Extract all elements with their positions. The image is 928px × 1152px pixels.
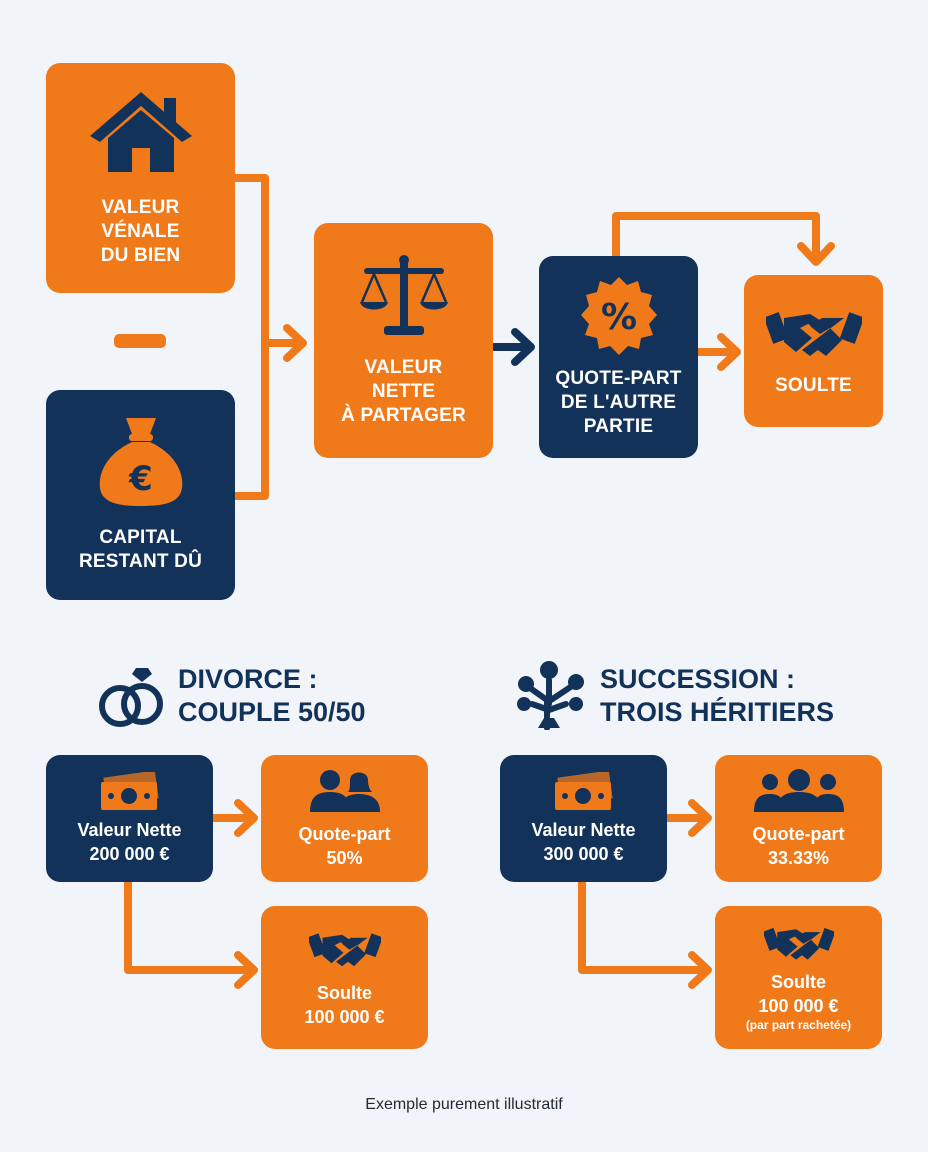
market-value-label: VALEUR VÉNALE DU BIEN [100, 197, 181, 266]
divorce-balance-card: Soulte 100 000 € [261, 906, 428, 1049]
family-tree-icon [517, 661, 584, 730]
arrow-share-to-soulte-head [717, 333, 741, 371]
succession-arrow-to-soulte-line [578, 878, 708, 974]
balance-label: SOULTE [775, 375, 852, 396]
succession-arrow-to-soulte-head [688, 951, 712, 989]
succession-balance-label: Soulte [770, 972, 826, 992]
banknote-icon [554, 771, 613, 810]
two-people-icon [309, 769, 380, 812]
house-icon [89, 92, 192, 172]
divorce-share-value: 50% [326, 847, 363, 868]
handshake-icon [308, 932, 381, 966]
minus-operator [114, 334, 166, 348]
svg-text:€: € [128, 459, 153, 499]
net-value-label: VALEUR NETTE À PARTAGER [341, 356, 466, 426]
arrow-net-to-share-head [511, 328, 535, 366]
divorce-net-value-label: Valeur Nette [77, 819, 182, 840]
market-value-card: VALEUR VÉNALE DU BIEN [46, 63, 235, 293]
divorce-net-value-card: Valeur Nette 200 000 € [46, 755, 213, 882]
succession-share-label: Quote-part [752, 823, 845, 844]
arrow-to-net-value-head [283, 324, 307, 362]
divorce-net-value-amount: 200 000 € [89, 843, 170, 864]
succession-net-value-amount: 300 000 € [543, 843, 624, 864]
euro-money-bag-icon: € [99, 418, 182, 506]
succession-net-value-card: Valeur Nette 300 000 € [500, 755, 667, 882]
divorce-balance-label: Soulte [316, 982, 372, 1003]
share-card: % QUOTE-PART DE L'AUTRE PARTIE [539, 256, 698, 458]
scales-icon [359, 254, 448, 335]
handshake-icon [765, 312, 862, 356]
bracket-line [231, 174, 269, 500]
succession-arrow-to-share-head [688, 799, 712, 837]
handshake-icon [763, 927, 834, 960]
arrow-loop-head [797, 242, 835, 266]
share-label: QUOTE-PART DE L'AUTRE PARTIE [555, 368, 682, 437]
wedding-rings-icon [99, 668, 163, 727]
divorce-arrow-to-soulte-line [124, 878, 254, 974]
three-people-icon [753, 768, 844, 812]
footer-disclaimer: Exemple purement illustratif [365, 1096, 563, 1113]
divorce-share-label: Quote-part [298, 823, 391, 844]
succession-net-value-label: Valeur Nette [531, 819, 636, 840]
banknote-icon [100, 771, 159, 810]
succession-balance-amount: 100 000 € [758, 996, 839, 1016]
succession-share-value: 33.33% [767, 847, 830, 868]
svg-text:%: % [600, 297, 636, 338]
percent-badge-icon: % [580, 277, 657, 355]
divorce-arrow-to-share-head [234, 799, 258, 837]
divorce-share-card: Quote-part 50% [261, 755, 428, 882]
arrow-loop-line [612, 212, 820, 262]
divorce-title: DIVORCE : COUPLE 50/50 [178, 664, 366, 727]
succession-balance-note: (par part rachetée) [745, 1018, 852, 1032]
net-value-card: VALEUR NETTE À PARTAGER [314, 223, 493, 458]
divorce-balance-amount: 100 000 € [304, 1006, 385, 1027]
remaining-capital-label: CAPITAL RESTANT DÛ [78, 527, 203, 572]
succession-title: SUCCESSION : TROIS HÉRITIERS [600, 664, 835, 727]
succession-share-card: Quote-part 33.33% [715, 755, 882, 882]
remaining-capital-card: € CAPITAL RESTANT DÛ [46, 390, 235, 600]
balance-card: SOULTE [744, 275, 883, 427]
divorce-arrow-to-soulte-head [234, 951, 258, 989]
succession-balance-card: Soulte 100 000 € (par part rachetée) [715, 906, 882, 1049]
